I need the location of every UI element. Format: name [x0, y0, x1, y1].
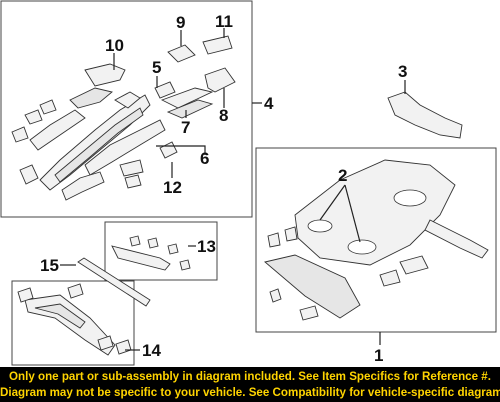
group-box-13	[104, 221, 218, 281]
floor-pan-assembly	[264, 159, 489, 321]
callout-14: 14	[142, 341, 161, 360]
callout-9: 9	[176, 13, 185, 32]
disclaimer-banner: Only one part or sub-assembly in diagram…	[0, 367, 500, 402]
callout-6: 6	[200, 149, 209, 168]
disclaimer-line-1: Only one part or sub-assembly in diagram…	[9, 370, 491, 383]
leader-lines	[60, 28, 406, 351]
callout-11: 11	[215, 12, 233, 31]
part-3-bracket	[387, 91, 463, 139]
callout-10: 10	[105, 36, 124, 55]
disclaimer-line-2: Diagram may not be specific to your vehi…	[0, 386, 500, 399]
callout-15: 15	[40, 256, 59, 275]
part-13-rails	[111, 235, 191, 271]
callout-4: 4	[264, 94, 274, 113]
part-14-rail	[17, 283, 132, 356]
callout-8: 8	[219, 106, 228, 125]
callout-12: 12	[163, 178, 182, 197]
callout-2: 2	[338, 166, 347, 185]
crossmember-parts	[154, 35, 236, 159]
group-box-14	[11, 280, 135, 366]
callout-3: 3	[398, 62, 407, 81]
group-box-4	[0, 0, 253, 218]
diagram-svg: 10 9 11 5 8 7 6 12 4 3 2 1 13 15 14	[0, 0, 497, 366]
part-15-rail	[77, 257, 151, 307]
frame-rail-assembly	[11, 63, 166, 201]
group-box-1	[255, 147, 497, 333]
callout-13: 13	[197, 237, 216, 256]
callout-7: 7	[181, 118, 190, 137]
callout-5: 5	[152, 58, 161, 77]
callout-1: 1	[374, 346, 383, 365]
